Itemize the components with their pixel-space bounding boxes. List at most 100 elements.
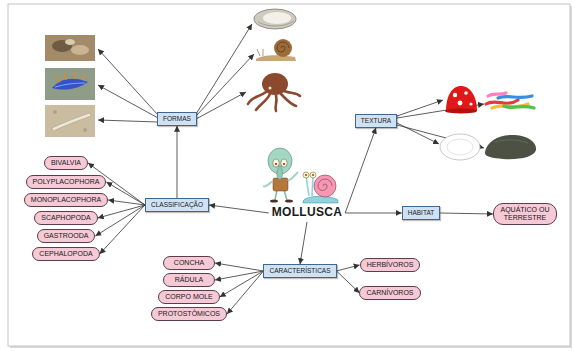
octopus-picture	[284, 91, 300, 96]
node-text: HERBÍVOROS	[367, 261, 414, 269]
jelly-picture	[445, 109, 477, 114]
diet-pill: HERBÍVOROS	[360, 258, 421, 272]
node-text: CEPHALOPODA	[39, 250, 92, 258]
squidward-cartoon	[285, 199, 293, 202]
trait-pill: CONCHA	[163, 256, 215, 270]
stone-picture	[495, 140, 528, 143]
jelly-picture	[458, 101, 463, 106]
photo-tusk-shell	[45, 105, 95, 137]
picture-arrows	[397, 123, 439, 144]
class-pill: CEPHALOPODA	[32, 247, 99, 261]
oyster-picture	[254, 9, 296, 29]
trait-pill: PROTOSTÔMICOS	[151, 307, 227, 321]
photo-tusk-shell	[83, 128, 87, 132]
node-text: CARNÍVOROS	[366, 289, 413, 297]
picture-arrows	[397, 100, 443, 116]
photo-tusk-shell	[45, 105, 95, 137]
connector-arrow	[337, 271, 360, 293]
photo-nudibranch	[45, 68, 95, 100]
node-text: HABITAT	[408, 209, 434, 216]
class-pill: GASTROODA	[37, 229, 96, 243]
picture-arrows	[196, 24, 252, 114]
snail-picture	[257, 49, 263, 56]
oyster-picture	[254, 9, 296, 29]
gary-cartoon	[303, 172, 338, 203]
class-pill: BIVALVIA	[44, 156, 88, 170]
photo-mollusc-1	[45, 35, 95, 61]
squidward-cartoon	[263, 181, 273, 187]
squidward-cartoon	[275, 190, 277, 200]
picture-arrows	[196, 54, 254, 116]
picture-arrows	[98, 24, 484, 148]
photo-mollusc-1	[65, 39, 75, 45]
gary-cartoon	[306, 176, 309, 196]
photo-nudibranch	[57, 72, 85, 82]
squidward-cartoon	[273, 178, 288, 191]
squidward-cartoon	[275, 163, 277, 165]
photo-nudibranch	[45, 68, 95, 100]
gummy-worms-picture	[486, 93, 534, 108]
jelly-picture	[453, 93, 457, 97]
node-text: MOLLUSCA	[272, 206, 342, 220]
squidward-cartoon	[288, 172, 298, 181]
photo-nudibranch	[55, 83, 85, 87]
squidward-cartoon	[270, 199, 278, 202]
jelly-picture	[446, 86, 477, 111]
node-text: FORMAS	[163, 115, 191, 122]
squidward-cartoon	[277, 166, 283, 180]
plate-picture	[440, 134, 480, 160]
gary-cartoon	[312, 176, 313, 196]
node-text: AQUÁTICO OU TERRESTRE	[500, 206, 550, 222]
gary-cartoon	[303, 196, 338, 203]
snail-picture	[256, 55, 296, 61]
picture-arrows	[98, 85, 158, 118]
node-text: CARACTERÍSTICAS	[269, 267, 330, 274]
class-pill: POLYPLACOPHORA	[26, 175, 107, 189]
central-concept: MOLLUSCA	[269, 204, 345, 222]
jelly-picture	[464, 91, 468, 95]
trait-pill: RÁDULA	[163, 273, 215, 287]
category-box: FORMAS	[157, 112, 197, 125]
squidward-cartoon	[283, 163, 285, 165]
squidward-cartoon	[273, 159, 279, 167]
stone-picture	[485, 135, 536, 159]
snail-picture	[274, 39, 292, 57]
octopus-picture	[262, 73, 288, 95]
connector-arrow	[220, 271, 264, 297]
connector-arrow	[337, 265, 360, 271]
category-box: CARACTERÍSTICAS	[263, 264, 336, 277]
plate-picture	[440, 134, 480, 160]
jelly-picture	[469, 102, 472, 105]
node-text: BIVALVIA	[51, 159, 81, 167]
node-text: SCAPHOPODA	[41, 214, 90, 222]
connector-arrow	[209, 205, 269, 213]
squidward-cartoon	[284, 190, 287, 200]
octopus-picture	[248, 73, 300, 111]
octopus-picture	[281, 94, 296, 106]
picture-arrows	[98, 49, 158, 115]
gummy-worms-picture	[504, 106, 534, 108]
page-frame	[8, 4, 572, 348]
octopus-picture	[275, 95, 276, 111]
squidward-cartoon	[281, 159, 287, 167]
node-text: RÁDULA	[170, 276, 208, 284]
habitat-pill: AQUÁTICO OU TERRESTRE	[493, 203, 557, 225]
photo-mollusc-1	[45, 35, 95, 61]
class-pill: SCAPHOPODA	[34, 211, 97, 225]
node-text: CORPO MOLE	[165, 293, 212, 301]
category-box: HABITAT	[402, 206, 440, 219]
connector-arrow	[176, 126, 177, 199]
diet-pill: CARNÍVOROS	[359, 286, 420, 300]
page-frame	[8, 4, 570, 346]
connector-arrow	[100, 205, 145, 254]
gary-cartoon	[303, 172, 309, 178]
node-text: TEXTURA	[361, 117, 391, 124]
node-text: MONOPLACOPHORA	[31, 196, 101, 204]
oyster-picture	[263, 12, 291, 24]
oyster-picture	[258, 21, 294, 26]
gummy-worms-picture	[488, 93, 506, 96]
gary-cartoon	[318, 179, 332, 191]
stone-picture	[485, 135, 536, 159]
connector-arrow	[106, 182, 145, 205]
gummy-worms-picture	[498, 96, 532, 98]
